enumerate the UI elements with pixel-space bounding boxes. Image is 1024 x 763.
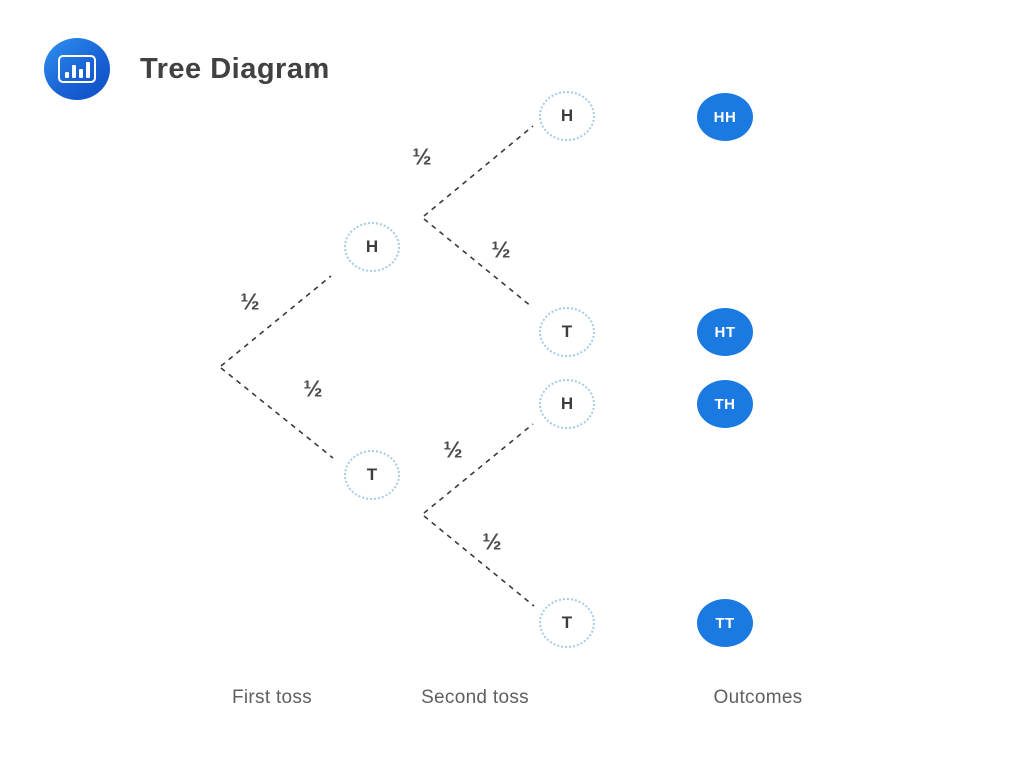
outcome-badge-ht: HT bbox=[697, 308, 753, 356]
branch-h-to-second-h bbox=[423, 125, 534, 217]
bar-chart-icon bbox=[44, 38, 110, 100]
probability-t-to-h: ½ bbox=[443, 436, 463, 463]
bar-chart-frame bbox=[58, 55, 96, 83]
node-second-toss-ht: T bbox=[539, 307, 595, 357]
node-second-toss-tt: T bbox=[539, 598, 595, 648]
node-second-toss-hh: H bbox=[539, 91, 595, 141]
branch-root-to-first-h bbox=[220, 275, 332, 367]
column-label-first-toss: First toss bbox=[231, 687, 313, 708]
probability-h-to-h: ½ bbox=[412, 143, 432, 170]
branch-root-to-first-t bbox=[220, 367, 334, 459]
outcome-badge-hh: HH bbox=[697, 93, 753, 141]
header: Tree Diagram bbox=[44, 38, 330, 100]
bar-4 bbox=[85, 62, 90, 78]
outcome-badge-tt: TT bbox=[697, 599, 753, 647]
bar-1 bbox=[64, 72, 69, 78]
node-first-toss-t: T bbox=[344, 450, 400, 500]
branch-t-to-second-h bbox=[423, 423, 534, 514]
page-title: Tree Diagram bbox=[140, 52, 330, 85]
outcome-badge-th: TH bbox=[697, 380, 753, 428]
branch-t-to-second-t bbox=[423, 515, 535, 607]
column-label-outcomes: Outcomes bbox=[713, 687, 803, 708]
probability-t-to-t: ½ bbox=[482, 528, 502, 555]
branch-h-to-second-t bbox=[423, 218, 533, 308]
probability-root-to-t: ½ bbox=[303, 375, 323, 402]
bar-2 bbox=[71, 65, 76, 78]
node-first-toss-h: H bbox=[344, 222, 400, 272]
column-label-second-toss: Second toss bbox=[421, 687, 529, 708]
probability-root-to-h: ½ bbox=[240, 288, 260, 315]
probability-h-to-t: ½ bbox=[491, 236, 511, 263]
node-second-toss-th: H bbox=[539, 379, 595, 429]
bar-3 bbox=[78, 69, 83, 78]
